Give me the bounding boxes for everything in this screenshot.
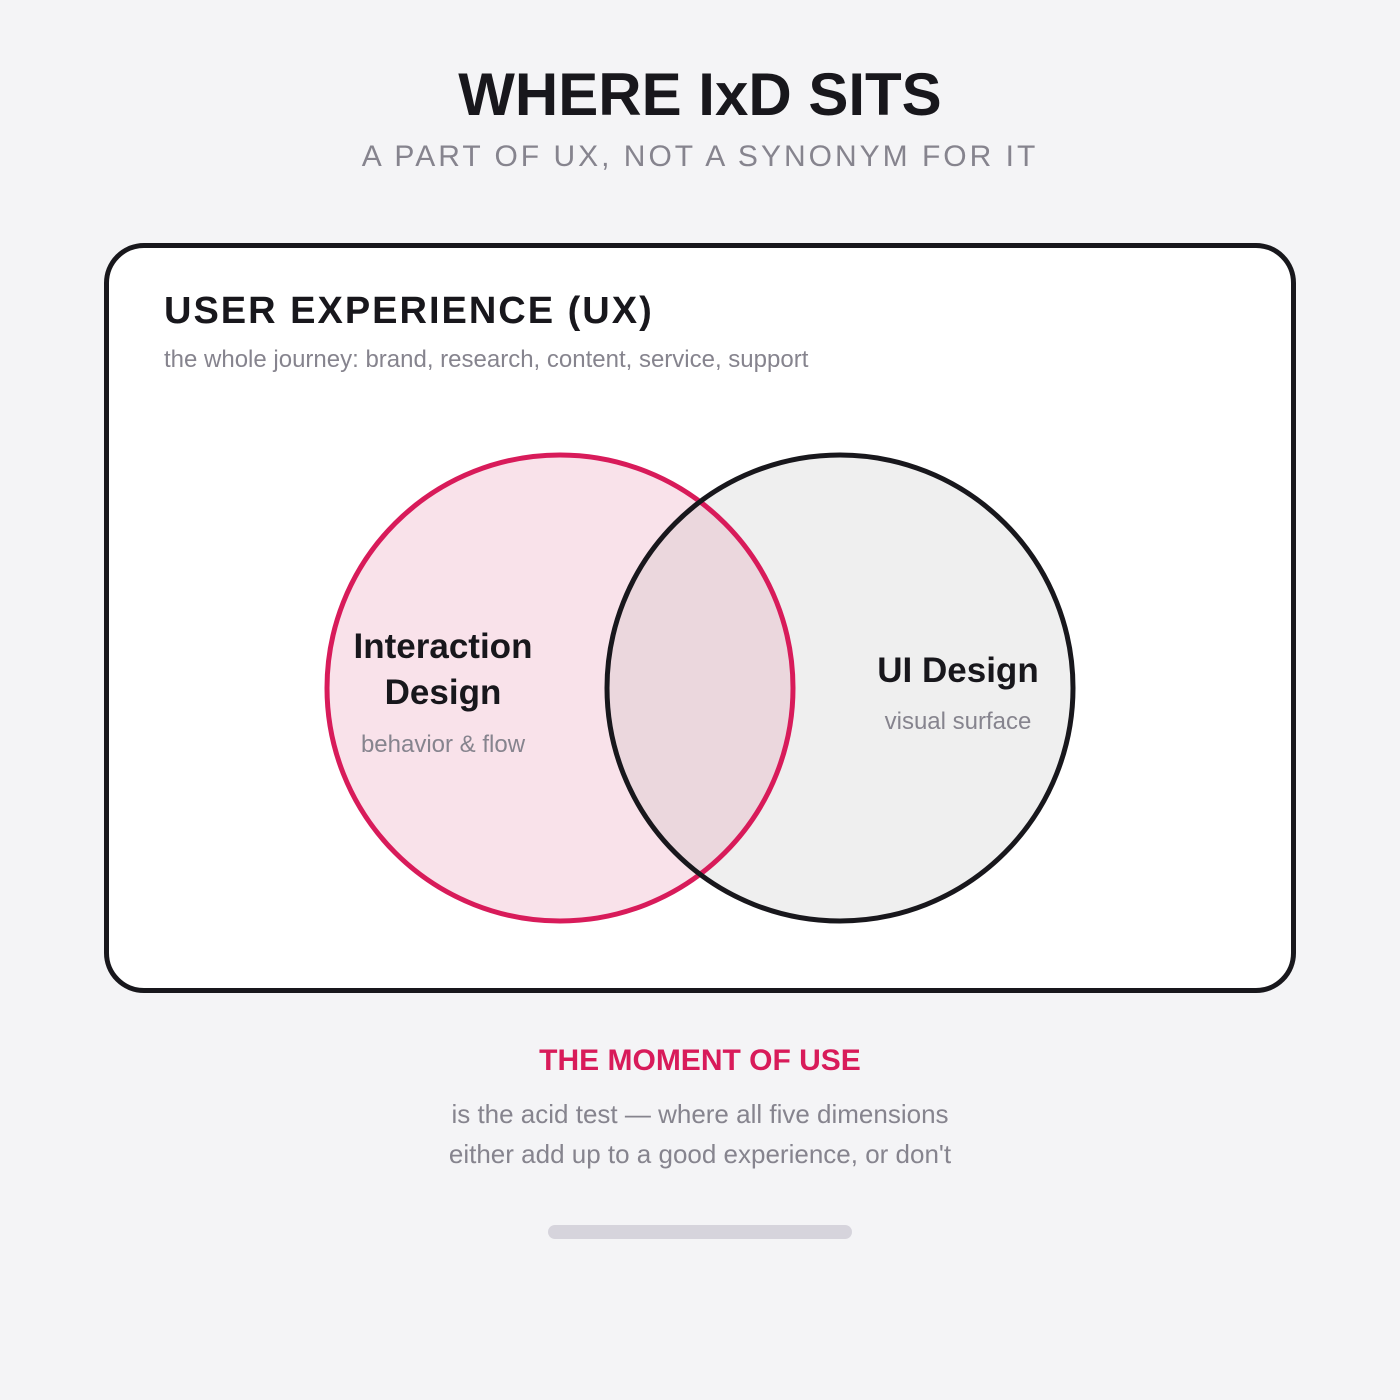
moment-of-use-text: is the acid test — where all five dimens… — [0, 1094, 1400, 1174]
interaction-design-label-line1: Interaction — [353, 627, 533, 666]
scroll-indicator[interactable] — [548, 1225, 852, 1239]
interaction-design-label-line2: Design — [384, 673, 502, 712]
ui-design-label: UI Design — [877, 651, 1039, 690]
moment-of-use-title: THE MOMENT OF USE — [539, 1044, 861, 1077]
interaction-design-sublabel: behavior & flow — [360, 731, 526, 758]
moment-of-use-line2: either add up to a good experience, or d… — [448, 1139, 952, 1169]
ui-design-sublabel: visual surface — [884, 708, 1032, 735]
ux-title: USER EXPERIENCE (UX) — [164, 290, 654, 332]
ux-description: the whole journey: brand, research, cont… — [164, 346, 809, 373]
page-title: WHERE IxD SITS — [458, 61, 942, 128]
interaction-design-label: Interaction Design — [323, 624, 563, 716]
page-subtitle: A PART OF UX, NOT A SYNONYM FOR IT — [361, 140, 1039, 173]
moment-of-use-line1: is the acid test — where all five dimens… — [451, 1099, 949, 1129]
